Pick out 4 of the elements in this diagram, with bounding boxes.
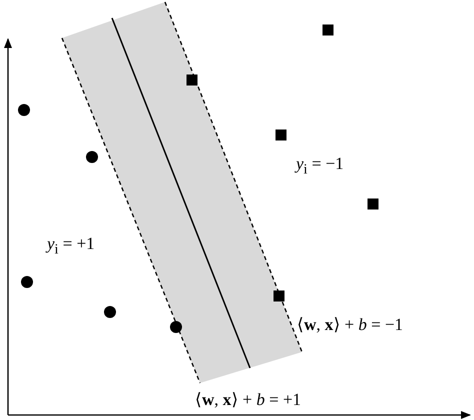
equation-label: y$_{i}$ = −1	[296, 154, 344, 178]
equation-label: ⟨w, x⟩ + b = +1	[195, 389, 302, 410]
equation-label: y$_{i}$ = +1	[47, 234, 95, 258]
equation-label: ⟨w, x⟩ + b = −1	[297, 314, 404, 335]
